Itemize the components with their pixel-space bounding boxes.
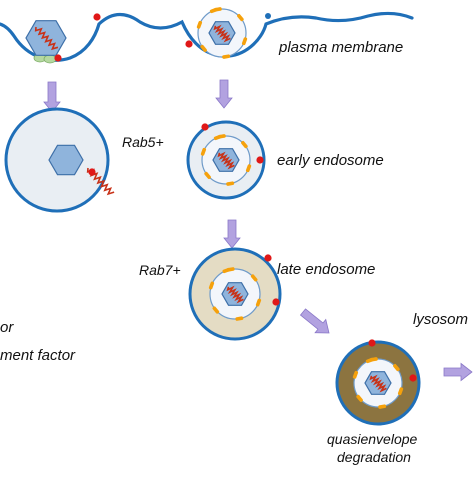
label-rab5: Rab5+ xyxy=(122,134,164,150)
transport-arrow-icon xyxy=(443,362,473,382)
envelope-protein xyxy=(200,44,207,52)
viral-rna-icon xyxy=(217,151,235,170)
envelope-protein xyxy=(213,134,222,141)
viral-rna-icon xyxy=(369,374,387,393)
envelope-protein xyxy=(226,181,235,186)
hexagon-capsid-icon xyxy=(48,144,84,176)
envelope-protein xyxy=(222,267,231,274)
receptor-icon xyxy=(43,54,57,64)
envelope-protein xyxy=(204,171,211,179)
label-early-endosome: early endosome xyxy=(277,152,384,169)
envelope-protein xyxy=(397,387,404,396)
rab-marker-icon xyxy=(264,254,272,262)
rab-marker-icon xyxy=(201,123,209,131)
envelope-protein xyxy=(241,37,248,46)
viral-rna-icon xyxy=(34,26,59,51)
envelope-protein xyxy=(352,370,359,379)
envelope-protein xyxy=(393,364,400,372)
legend-attachment-factor-text: ment factor xyxy=(0,347,76,364)
envelope-protein xyxy=(237,14,244,22)
rab-marker-icon xyxy=(88,168,96,176)
hexagon-capsid-icon xyxy=(25,20,67,56)
transport-arrow-icon xyxy=(43,81,61,113)
envelope-protein xyxy=(250,274,258,282)
virion-at-membrane xyxy=(25,20,67,56)
envelope-protein xyxy=(378,404,387,409)
viral-rna-icon xyxy=(226,285,244,304)
envelope-protein xyxy=(245,164,252,173)
envelope-protein xyxy=(356,394,363,402)
legend-factor-text: or xyxy=(0,319,14,336)
envelope-protein xyxy=(208,281,215,290)
capsid-early xyxy=(212,148,240,172)
transport-arrow-icon xyxy=(299,308,330,334)
rab-marker-icon xyxy=(368,339,376,347)
label-plasma-membrane: plasma membrane xyxy=(279,39,404,56)
enveloped-capsid xyxy=(208,21,236,45)
envelope-protein xyxy=(209,7,218,14)
envelope-protein xyxy=(255,298,262,307)
capsid-lysosome xyxy=(364,371,392,395)
label-degradation: degradation xyxy=(337,449,411,465)
viral-rna-icon xyxy=(213,24,231,43)
envelope-protein xyxy=(196,20,203,29)
envelope-protein xyxy=(365,357,374,364)
rab-marker-icon xyxy=(54,54,62,62)
rab-marker-icon xyxy=(409,374,417,382)
envelope-protein xyxy=(212,306,220,314)
rab-marker-icon xyxy=(93,13,101,21)
envelope-protein xyxy=(200,147,207,156)
label-quasienvelope: quasienvelope xyxy=(327,431,418,447)
label-late-endosome: late endosome xyxy=(277,261,376,278)
membrane-dot xyxy=(265,13,271,19)
label-lysosome: lysosom xyxy=(413,311,469,328)
envelope-protein xyxy=(235,316,244,321)
rab-marker-icon xyxy=(272,298,280,306)
envelope-protein xyxy=(241,141,248,149)
envelope-protein xyxy=(222,54,231,59)
rab-marker-icon xyxy=(256,156,264,164)
transport-arrow-icon xyxy=(215,79,233,109)
capsid-late xyxy=(221,282,249,306)
label-rab7: Rab7+ xyxy=(139,262,181,278)
rab-marker-icon xyxy=(185,40,193,48)
transport-arrow-icon xyxy=(223,219,241,249)
